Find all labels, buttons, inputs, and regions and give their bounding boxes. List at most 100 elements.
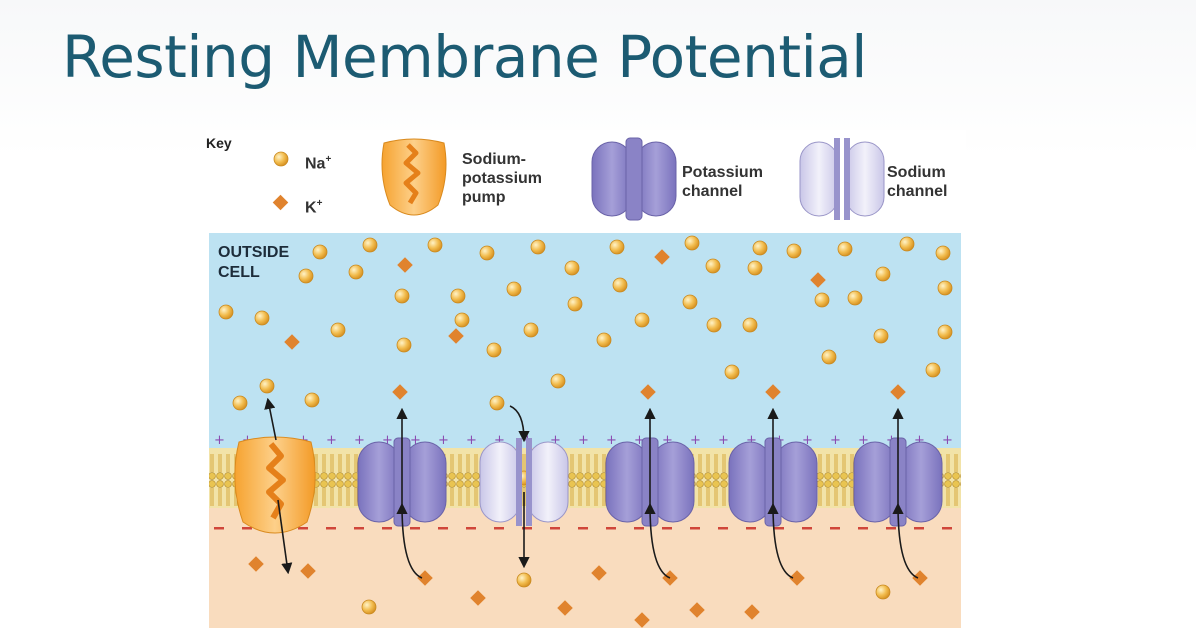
- na-ion: [742, 317, 758, 333]
- na-ion: [427, 237, 443, 253]
- negative-charge: [494, 527, 504, 530]
- negative-charge: [382, 527, 392, 530]
- na-ion: [747, 260, 763, 276]
- negative-charge: [746, 527, 756, 530]
- na-ion: [479, 245, 495, 261]
- negative-charge: [466, 527, 476, 530]
- na-ion: [814, 292, 830, 308]
- key-heading: Key: [206, 135, 232, 151]
- na-ion: [394, 288, 410, 304]
- k-ion: [557, 600, 573, 616]
- slide-title: Resting Membrane Potential: [62, 23, 867, 91]
- key-sodium-channel-icon: [799, 138, 885, 220]
- na-ion: [935, 245, 951, 261]
- flow-arrow: [396, 502, 423, 579]
- na-ion: [684, 235, 700, 251]
- negative-charge: [522, 527, 532, 530]
- flow-arrow: [644, 502, 671, 579]
- na-ion: [875, 584, 891, 600]
- positive-charge: +: [410, 433, 421, 448]
- flow-arrow: [264, 397, 277, 441]
- positive-charge: +: [746, 433, 757, 448]
- positive-charge: +: [634, 433, 645, 448]
- na-ion: [506, 281, 522, 297]
- sodium-potassium-pump: [234, 436, 316, 534]
- na-ion: [596, 332, 612, 348]
- na-ion: [486, 342, 502, 358]
- na-ion: [396, 337, 412, 353]
- positive-charge: +: [662, 433, 673, 448]
- key-pump-icon: [381, 138, 447, 216]
- positive-charge: +: [914, 433, 925, 448]
- positive-charge: +: [802, 433, 813, 448]
- na-ion: [362, 237, 378, 253]
- k-ion: [591, 565, 607, 581]
- ion-flow-arrows: [264, 397, 919, 579]
- k-ion: [789, 570, 805, 586]
- positive-charge: +: [858, 433, 869, 448]
- negative-charge: [718, 527, 728, 530]
- flow-arrow: [277, 499, 293, 575]
- na-ion: [304, 392, 320, 408]
- positive-charge: +: [326, 433, 337, 448]
- na-ion: [254, 310, 270, 326]
- na-ion: [232, 395, 248, 411]
- na-ion: [330, 322, 346, 338]
- na-ion: [899, 236, 915, 252]
- k-ion: [912, 570, 928, 586]
- na-ion: [837, 241, 853, 257]
- key-na-ion-icon: [273, 151, 289, 167]
- na-ion: [682, 294, 698, 310]
- na-ion: [348, 264, 364, 280]
- key-potassium-channel-icon: [591, 137, 677, 221]
- k-ion: [744, 604, 760, 620]
- negative-charge: [214, 527, 224, 530]
- negative-charge: [326, 527, 336, 530]
- k-ion: [634, 612, 650, 628]
- negative-charge: [914, 527, 924, 530]
- na-ion: [450, 288, 466, 304]
- na-ion: [530, 239, 546, 255]
- negative-charge: [242, 527, 252, 530]
- negative-charge: [858, 527, 868, 530]
- na-ion: [873, 328, 889, 344]
- negative-charge: [438, 527, 448, 530]
- na-ion: [523, 322, 539, 338]
- negative-charge: [578, 527, 588, 530]
- na-ion: [821, 349, 837, 365]
- na-ion: [875, 266, 891, 282]
- na-ion: [361, 599, 377, 615]
- positive-charge: +: [354, 433, 365, 448]
- na-ion: [706, 317, 722, 333]
- negative-charge: [634, 527, 644, 530]
- na-ion: [312, 244, 328, 260]
- na-ion: [705, 258, 721, 274]
- lipid-bilayer: [209, 448, 961, 508]
- positive-charge: +: [382, 433, 393, 448]
- positive-charge: +: [830, 433, 841, 448]
- na-ion: [752, 240, 768, 256]
- k-ion: [689, 602, 705, 618]
- key-k-ion-icon: [272, 194, 289, 211]
- negative-charge: [690, 527, 700, 530]
- na-ion: [786, 243, 802, 259]
- na-ion: [516, 572, 532, 588]
- na-ion: [298, 268, 314, 284]
- na-ion: [925, 362, 941, 378]
- negative-charge: [830, 527, 840, 530]
- negative-charge: [354, 527, 364, 530]
- na-ion: [567, 296, 583, 312]
- na-ion: [937, 280, 953, 296]
- negative-charge: [298, 527, 308, 530]
- negative-charge: [774, 527, 784, 530]
- positive-charge: +: [494, 433, 505, 448]
- na-ion: [259, 378, 275, 394]
- flow-arrow: [767, 502, 794, 579]
- na-ion: [847, 290, 863, 306]
- negative-charge: [942, 527, 952, 530]
- positive-charge: +: [466, 433, 477, 448]
